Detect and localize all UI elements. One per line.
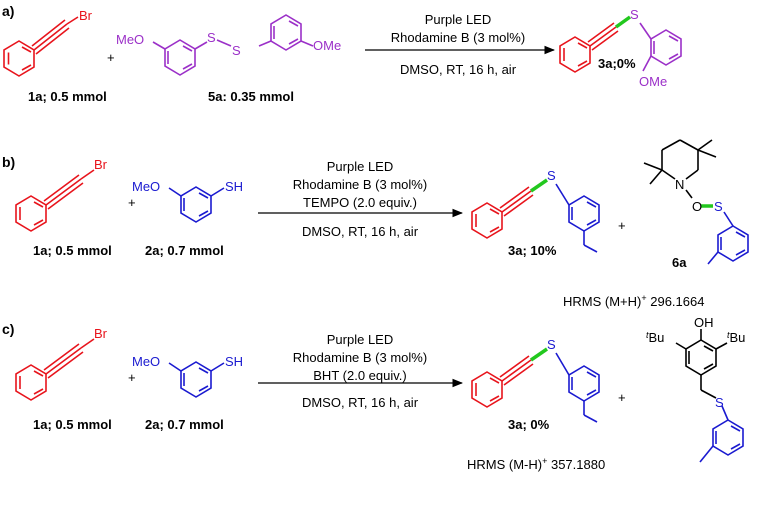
product-methoxy-label: OMe bbox=[639, 74, 667, 89]
panel-a: a) Br 1a; 0.5 mmol + bbox=[2, 3, 682, 104]
hrms-result-c: HRMS (M-H)+ 357.1880 bbox=[467, 456, 605, 472]
plus-sign: + bbox=[128, 370, 136, 385]
compound-3a-b bbox=[471, 178, 600, 253]
panel-b-tag: b) bbox=[2, 154, 15, 170]
plus-sign-2: + bbox=[618, 390, 626, 405]
product-sulfur-label: S bbox=[547, 337, 556, 352]
product-sulfur-label: S bbox=[547, 168, 556, 183]
compound-5a bbox=[152, 14, 314, 76]
bromine-label: Br bbox=[79, 8, 93, 23]
methoxy-label: MeO bbox=[132, 354, 160, 369]
compound-3a-c bbox=[471, 347, 600, 423]
compound-3a-a bbox=[559, 15, 682, 73]
condition-line-2: Rhodamine B (3 mol%) bbox=[391, 30, 525, 45]
compound-2a-b bbox=[168, 186, 225, 223]
condition-line-3: DMSO, RT, 16 h, air bbox=[400, 62, 517, 77]
compound-1a-a bbox=[3, 16, 79, 77]
compound-1a-label: 1a; 0.5 mmol bbox=[28, 89, 107, 104]
compound-6a bbox=[643, 139, 749, 265]
bromine-label: Br bbox=[94, 326, 108, 341]
condition-line-4: DMSO, RT, 16 h, air bbox=[302, 395, 419, 410]
sulfur-1-label: S bbox=[207, 30, 216, 45]
condition-line-3: TEMPO (2.0 equiv.) bbox=[303, 195, 417, 210]
bht-adduct bbox=[675, 329, 744, 463]
plus-sign: + bbox=[107, 50, 115, 65]
compound-5a-label: 5a: 0.35 mmol bbox=[208, 89, 294, 104]
condition-line-1: Purple LED bbox=[327, 159, 393, 174]
sulfur-2-label: S bbox=[232, 43, 241, 58]
adduct-sulfur-label: S bbox=[715, 395, 724, 410]
tert-butyl-left-label: tBu bbox=[646, 330, 664, 345]
tert-butyl-right-label: tBu bbox=[727, 330, 745, 345]
bromine-label: Br bbox=[94, 157, 108, 172]
hrms-result-b: HRMS (M+H)+ 296.1664 bbox=[563, 293, 704, 309]
compound-1a-c bbox=[15, 338, 95, 401]
panel-b: b) Br 1a; 0.5 mmol + MeO SH 2a; 0.7 mmol… bbox=[2, 139, 749, 309]
panel-a-tag: a) bbox=[2, 3, 14, 19]
oxygen-label: O bbox=[692, 199, 702, 214]
product-sulfur-label: S bbox=[630, 7, 639, 22]
methoxy-label: MeO bbox=[132, 179, 160, 194]
compound-6a-label: 6a bbox=[672, 255, 687, 270]
condition-line-3: BHT (2.0 equiv.) bbox=[313, 368, 406, 383]
methoxy-right-label: OMe bbox=[313, 38, 341, 53]
compound-1a-label: 1a; 0.5 mmol bbox=[33, 243, 112, 258]
compound-3a-label: 3a; 10% bbox=[508, 243, 557, 258]
adduct-sulfur-label: S bbox=[714, 199, 723, 214]
nitrogen-label: N bbox=[675, 177, 684, 192]
panel-c: c) Br 1a; 0.5 mmol + MeO SH 2a; 0.7 mmol… bbox=[2, 315, 745, 472]
compound-2a-label: 2a; 0.7 mmol bbox=[145, 243, 224, 258]
condition-line-4: DMSO, RT, 16 h, air bbox=[302, 224, 419, 239]
condition-line-1: Purple LED bbox=[425, 12, 491, 27]
compound-1a-label: 1a; 0.5 mmol bbox=[33, 417, 112, 432]
thiol-label: SH bbox=[225, 354, 243, 369]
panel-c-tag: c) bbox=[2, 321, 14, 337]
thiol-label: SH bbox=[225, 179, 243, 194]
condition-line-1: Purple LED bbox=[327, 332, 393, 347]
plus-sign-2: + bbox=[618, 218, 626, 233]
compound-1a-b bbox=[15, 169, 95, 232]
compound-2a-label: 2a; 0.7 mmol bbox=[145, 417, 224, 432]
compound-2a-c bbox=[168, 361, 225, 398]
methoxy-left-label: MeO bbox=[116, 32, 144, 47]
compound-3a-label: 3a;0% bbox=[598, 56, 636, 71]
hydroxyl-label: OH bbox=[694, 315, 714, 330]
compound-3a-label: 3a; 0% bbox=[508, 417, 550, 432]
condition-line-2: Rhodamine B (3 mol%) bbox=[293, 177, 427, 192]
plus-sign: + bbox=[128, 195, 136, 210]
condition-line-2: Rhodamine B (3 mol%) bbox=[293, 350, 427, 365]
